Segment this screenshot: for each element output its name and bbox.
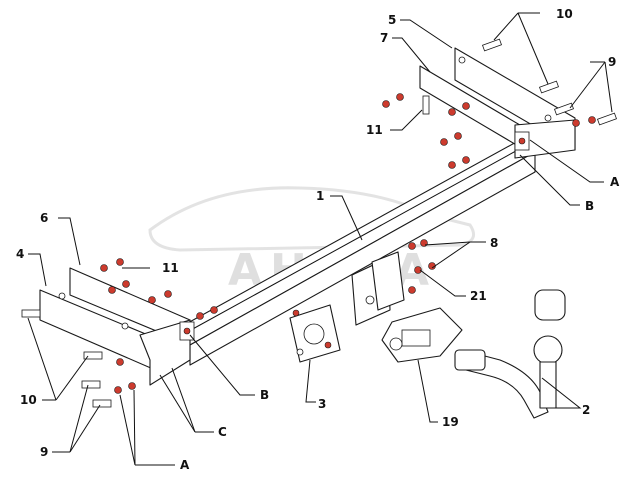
callout-9-bottom: 9: [40, 445, 48, 459]
callout-4: 4: [16, 247, 24, 261]
callout-2: 2: [582, 403, 590, 417]
callout-1: 1: [316, 189, 324, 203]
callout-19: 19: [442, 415, 459, 429]
fasteners-top: [382, 38, 617, 169]
callout-11-mid: 11: [162, 261, 179, 275]
callout-21: 21: [470, 289, 487, 303]
callout-C: C: [218, 425, 227, 439]
left-side-bracket: [39, 267, 195, 386]
callout-7: 7: [380, 31, 388, 45]
callout-3: 3: [318, 397, 326, 411]
callout-5: 5: [388, 13, 396, 27]
socket-bracket: [351, 239, 436, 326]
tow-ball: [454, 289, 566, 419]
callout-8: 8: [490, 236, 498, 250]
callout-labels: 1 2 3 4 5 6 7 8 9 9 10 10 11 11 19 21 A …: [16, 7, 620, 472]
callout-10-bottom: 10: [20, 393, 37, 407]
callout-B-right: B: [585, 199, 594, 213]
callout-A-right: A: [610, 175, 620, 189]
callout-A-bottom: A: [180, 458, 190, 472]
ball-clamp: [381, 307, 463, 363]
callout-10-top: 10: [556, 7, 573, 21]
callout-9-top: 9: [608, 55, 616, 69]
leader-lines: [27, 12, 613, 466]
callout-6: 6: [40, 211, 48, 225]
socket-plate: [289, 304, 341, 363]
callout-11-top: 11: [366, 123, 383, 137]
fasteners-left: [21, 258, 218, 408]
callout-B-left: B: [260, 388, 269, 402]
right-side-bracket: [419, 47, 576, 159]
